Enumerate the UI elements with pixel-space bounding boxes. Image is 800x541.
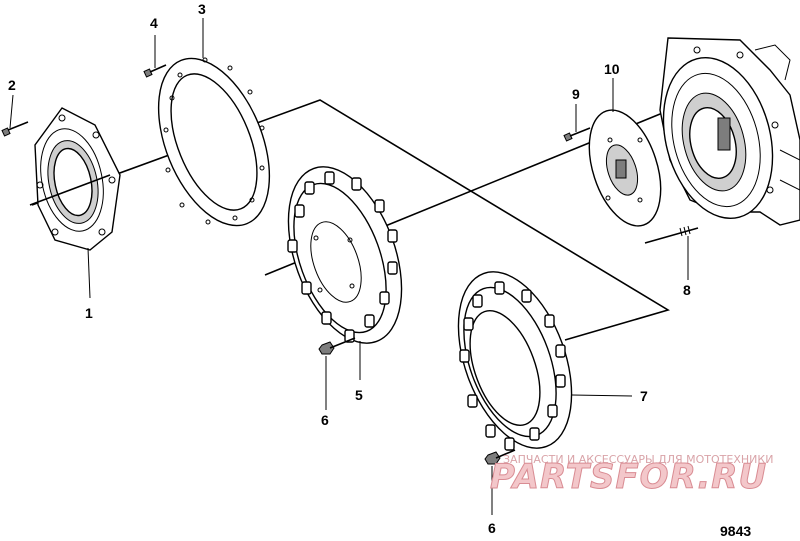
callout-4: 4 (150, 15, 158, 31)
engine-housing (659, 37, 800, 226)
callout-9: 9 (572, 86, 580, 102)
part-1-housing (29, 107, 121, 251)
callout-8: 8 (683, 282, 691, 298)
callout-1: 1 (85, 305, 93, 321)
part-6-nut-lower (484, 449, 516, 465)
part-2-bolt (1, 121, 29, 137)
part-7-coupler-ring (457, 271, 573, 451)
watermark-brand: PARTSFOR.RU (490, 457, 767, 497)
part-5-coupler (287, 166, 403, 344)
callout-6-upper: 6 (321, 412, 329, 428)
callout-6-lower: 6 (488, 520, 496, 536)
diagram-reference-number: 9843 (720, 523, 751, 539)
watermark-tagline: ЗАПЧАСТИ И АКСЕССУАРЫ ДЛЯ МОТОТЕХНИКИ (503, 453, 773, 466)
part-9-bolt (563, 127, 591, 142)
leader-lines (9, 18, 689, 515)
part-4-bolt (143, 64, 167, 78)
callout-10: 10 (604, 61, 620, 77)
watermark-logo: ЗАПЧАСТИ И АКСЕССУАРЫ ДЛЯ МОТОТЕХНИКИ PA… (490, 453, 774, 498)
callout-3: 3 (198, 1, 206, 17)
callout-5: 5 (355, 387, 363, 403)
part-8-stud (644, 225, 699, 244)
part-10-hub (588, 109, 662, 227)
callout-7: 7 (640, 388, 648, 404)
callout-2: 2 (8, 77, 16, 93)
part-6-nut-upper (318, 337, 356, 355)
part-3-gasket (157, 57, 271, 227)
